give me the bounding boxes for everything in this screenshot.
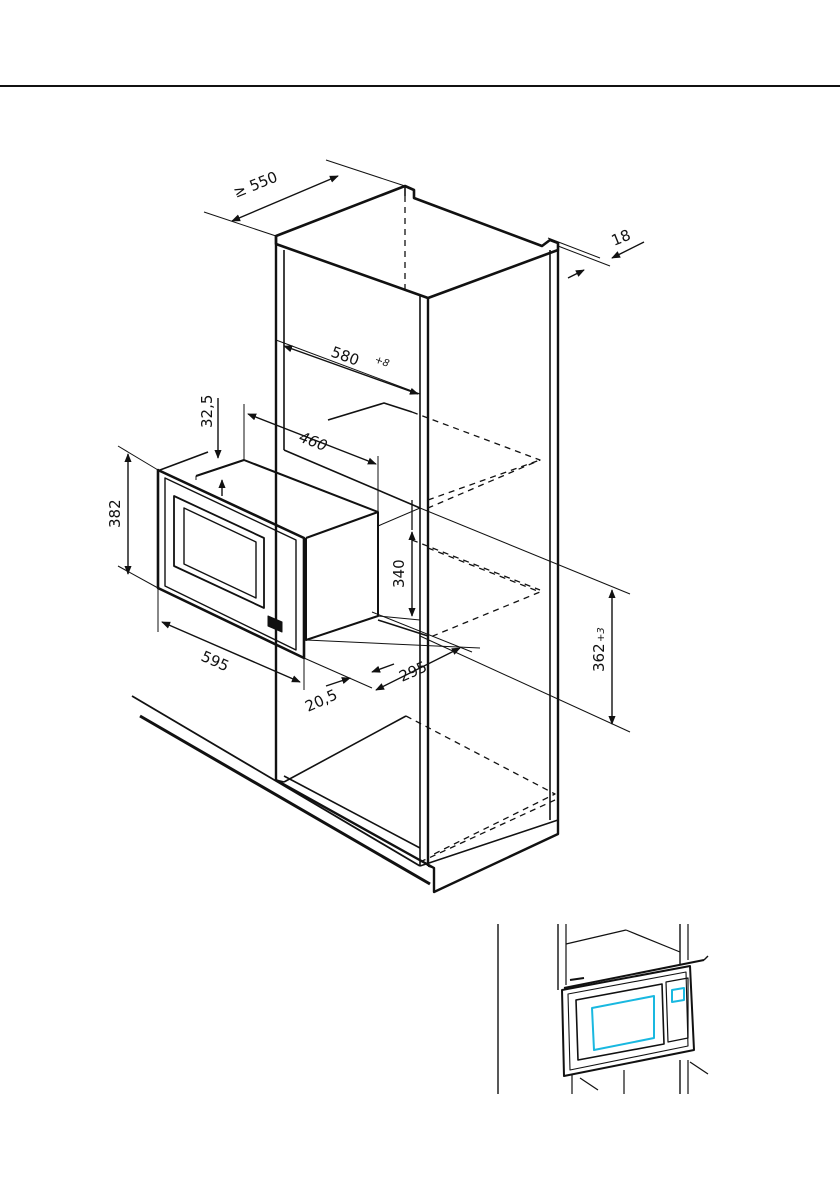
cabinet-top-panel (276, 186, 558, 298)
inset-oven-window (592, 996, 654, 1050)
dimension-labels: ≥ 550 18 580 +8 32,5 460 382 340 362 +3 … (106, 168, 633, 716)
dim-line-side-offset (326, 678, 350, 686)
label-inner-width: 580 (329, 343, 362, 370)
floor (132, 696, 430, 884)
cabinet-middle-shelf (428, 548, 540, 638)
label-body-depth: 295 (396, 658, 429, 686)
label-oven-depth: 460 (297, 428, 330, 455)
label-front-width: 595 (198, 647, 231, 675)
dim-line-panel-thickness (568, 270, 584, 278)
inset-oven-display (672, 988, 684, 1002)
cabinet-upper-shelf (284, 450, 420, 508)
label-body-height: 340 (390, 559, 408, 588)
label-front-height: 382 (106, 499, 124, 528)
label-cabinet-depth: ≥ 550 (231, 168, 280, 202)
oven-body (306, 512, 378, 640)
installation-inset (498, 924, 708, 1094)
label-top-gap: 32,5 (198, 395, 216, 428)
label-panel-thickness: 18 (609, 226, 633, 250)
label-inner-width-tol: +8 (373, 354, 391, 369)
label-niche-height: 362 (590, 643, 608, 672)
label-niche-height-tol: +3 (596, 627, 607, 642)
cabinet (276, 186, 558, 892)
label-side-offset: 20,5 (302, 686, 340, 716)
dimension-arrows (128, 176, 644, 724)
microwave-oven (158, 452, 378, 658)
extension-lines (118, 160, 630, 732)
